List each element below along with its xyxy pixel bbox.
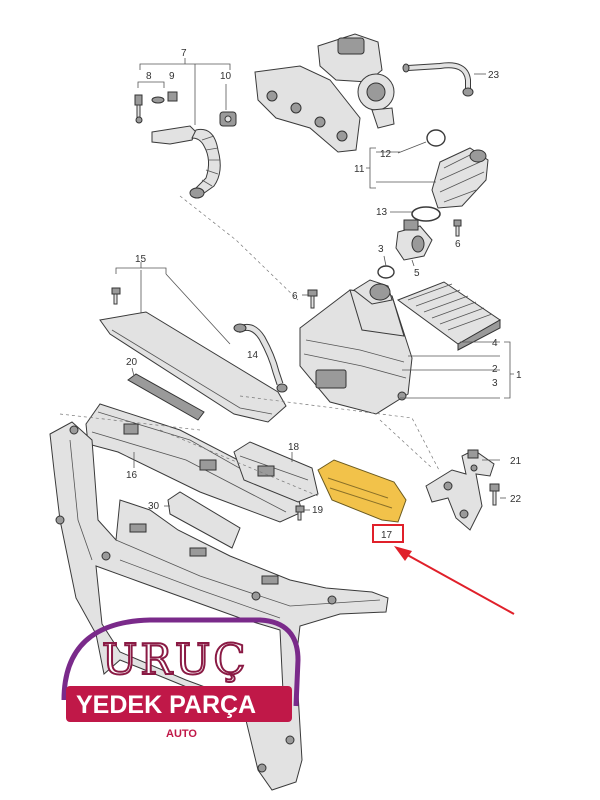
label-2: 2 <box>492 364 498 375</box>
label-22: 22 <box>510 494 522 505</box>
vent-pipe-23-shape <box>402 62 486 97</box>
intake-bellows-11-shape <box>431 147 489 209</box>
logo-band <box>66 686 292 722</box>
label-10: 10 <box>220 71 232 82</box>
label-4: 4 <box>492 338 498 349</box>
lock-carrier-frame-shape <box>49 421 389 791</box>
screw-15-icon <box>111 287 121 305</box>
uruc-logo: URUÇ YEDEK PARÇA AUTO <box>61 617 301 740</box>
label-12: 12 <box>380 149 392 160</box>
label-17: 17 <box>381 530 393 541</box>
bracket-30-shape <box>164 491 241 549</box>
bracket-20-shape <box>127 367 205 421</box>
ribbed-hose-7-shape <box>189 128 221 199</box>
o-ring-12-shape <box>397 129 446 154</box>
nut-9-icon <box>167 91 178 102</box>
screw-19-icon <box>295 505 310 521</box>
label-1: 1 <box>516 370 522 381</box>
turbocharger-shape <box>254 33 395 153</box>
label-30: 30 <box>148 501 160 512</box>
label-3-upper: 3 <box>378 244 384 255</box>
air-duct-18-shape <box>233 441 319 503</box>
label-8: 8 <box>146 71 152 82</box>
drain-hose-14-shape <box>233 323 288 393</box>
air-duct-16-shape <box>85 403 303 523</box>
label-18: 18 <box>288 442 300 453</box>
screw-6-upper-icon <box>453 219 462 237</box>
label-9: 9 <box>169 71 175 82</box>
label-6-lower: 6 <box>292 291 298 302</box>
bracket-group-7 <box>134 58 237 199</box>
washer-8-icon <box>151 96 165 104</box>
pointer-arrow-icon <box>394 546 515 615</box>
label-20: 20 <box>126 357 138 368</box>
label-11: 11 <box>354 164 365 175</box>
label-19: 19 <box>312 505 324 516</box>
clip-10-icon <box>219 111 237 127</box>
label-15: 15 <box>135 254 147 265</box>
label-5: 5 <box>414 268 420 279</box>
label-21: 21 <box>510 456 522 467</box>
logo-tagline: YEDEK PARÇA <box>76 691 256 719</box>
cover-panel-15-shape <box>99 311 287 423</box>
mounting-bracket-21-shape <box>425 449 500 531</box>
highlight-box-17 <box>372 524 404 543</box>
label-6-upper: 6 <box>455 239 461 250</box>
logo-auto: AUTO <box>166 728 197 740</box>
label-16: 16 <box>126 470 138 481</box>
label-7: 7 <box>181 48 187 59</box>
label-3: 3 <box>492 378 498 389</box>
air-guide-17-highlighted-shape <box>317 459 407 523</box>
label-23: 23 <box>488 70 500 81</box>
filter-element-4-shape <box>396 281 501 351</box>
mass-airflow-sensor-5-shape <box>395 219 433 267</box>
logo-name: URUÇ <box>102 635 249 684</box>
bolt-8-icon <box>134 94 143 124</box>
hose-bracket-shape <box>151 125 197 145</box>
bolt-22-icon <box>489 483 506 506</box>
hose-clamp-13-shape <box>390 206 441 222</box>
o-ring-3-shape <box>377 255 395 279</box>
screw-6-lower-icon <box>302 289 318 309</box>
air-filter-housing-1-shape <box>299 279 413 415</box>
label-13: 13 <box>376 207 388 218</box>
label-14: 14 <box>247 350 259 361</box>
